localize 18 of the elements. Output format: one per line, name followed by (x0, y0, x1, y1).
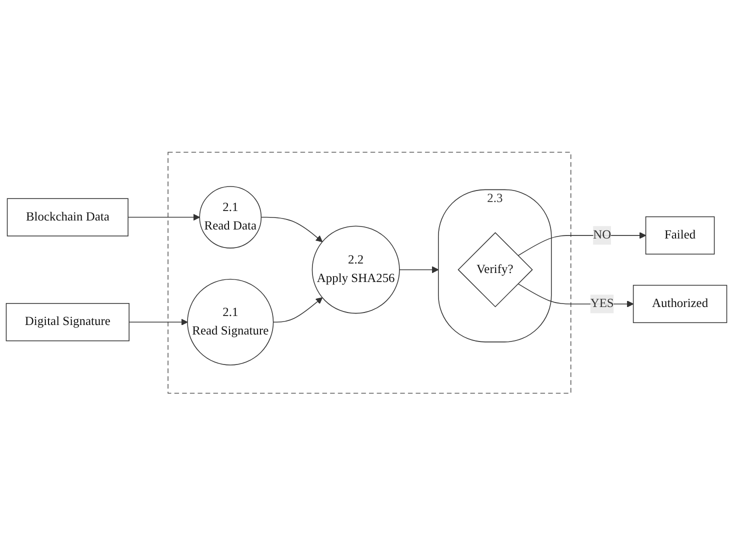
node-box: Failed (645, 216, 715, 255)
arrow (399, 266, 439, 274)
node-box: Digital Signature (6, 303, 130, 342)
arrow (518, 232, 646, 256)
edge-label: YES (590, 297, 614, 310)
node-circle: 2.1 Read Signature (187, 279, 274, 366)
edge-label: NO (593, 228, 612, 242)
cluster (168, 152, 572, 394)
node-box: Blockchain Data (6, 198, 128, 237)
arrow (128, 318, 188, 326)
node-diamond: Verify? (458, 232, 533, 308)
node-circle: 2.1 Read Data (199, 186, 262, 249)
arrow (260, 217, 323, 242)
node-box: Authorized (632, 285, 728, 324)
arrow (272, 298, 323, 323)
arrow (518, 284, 634, 308)
arrow (128, 214, 200, 221)
node-circle: 2.2 Apply SHA256 (312, 226, 400, 314)
